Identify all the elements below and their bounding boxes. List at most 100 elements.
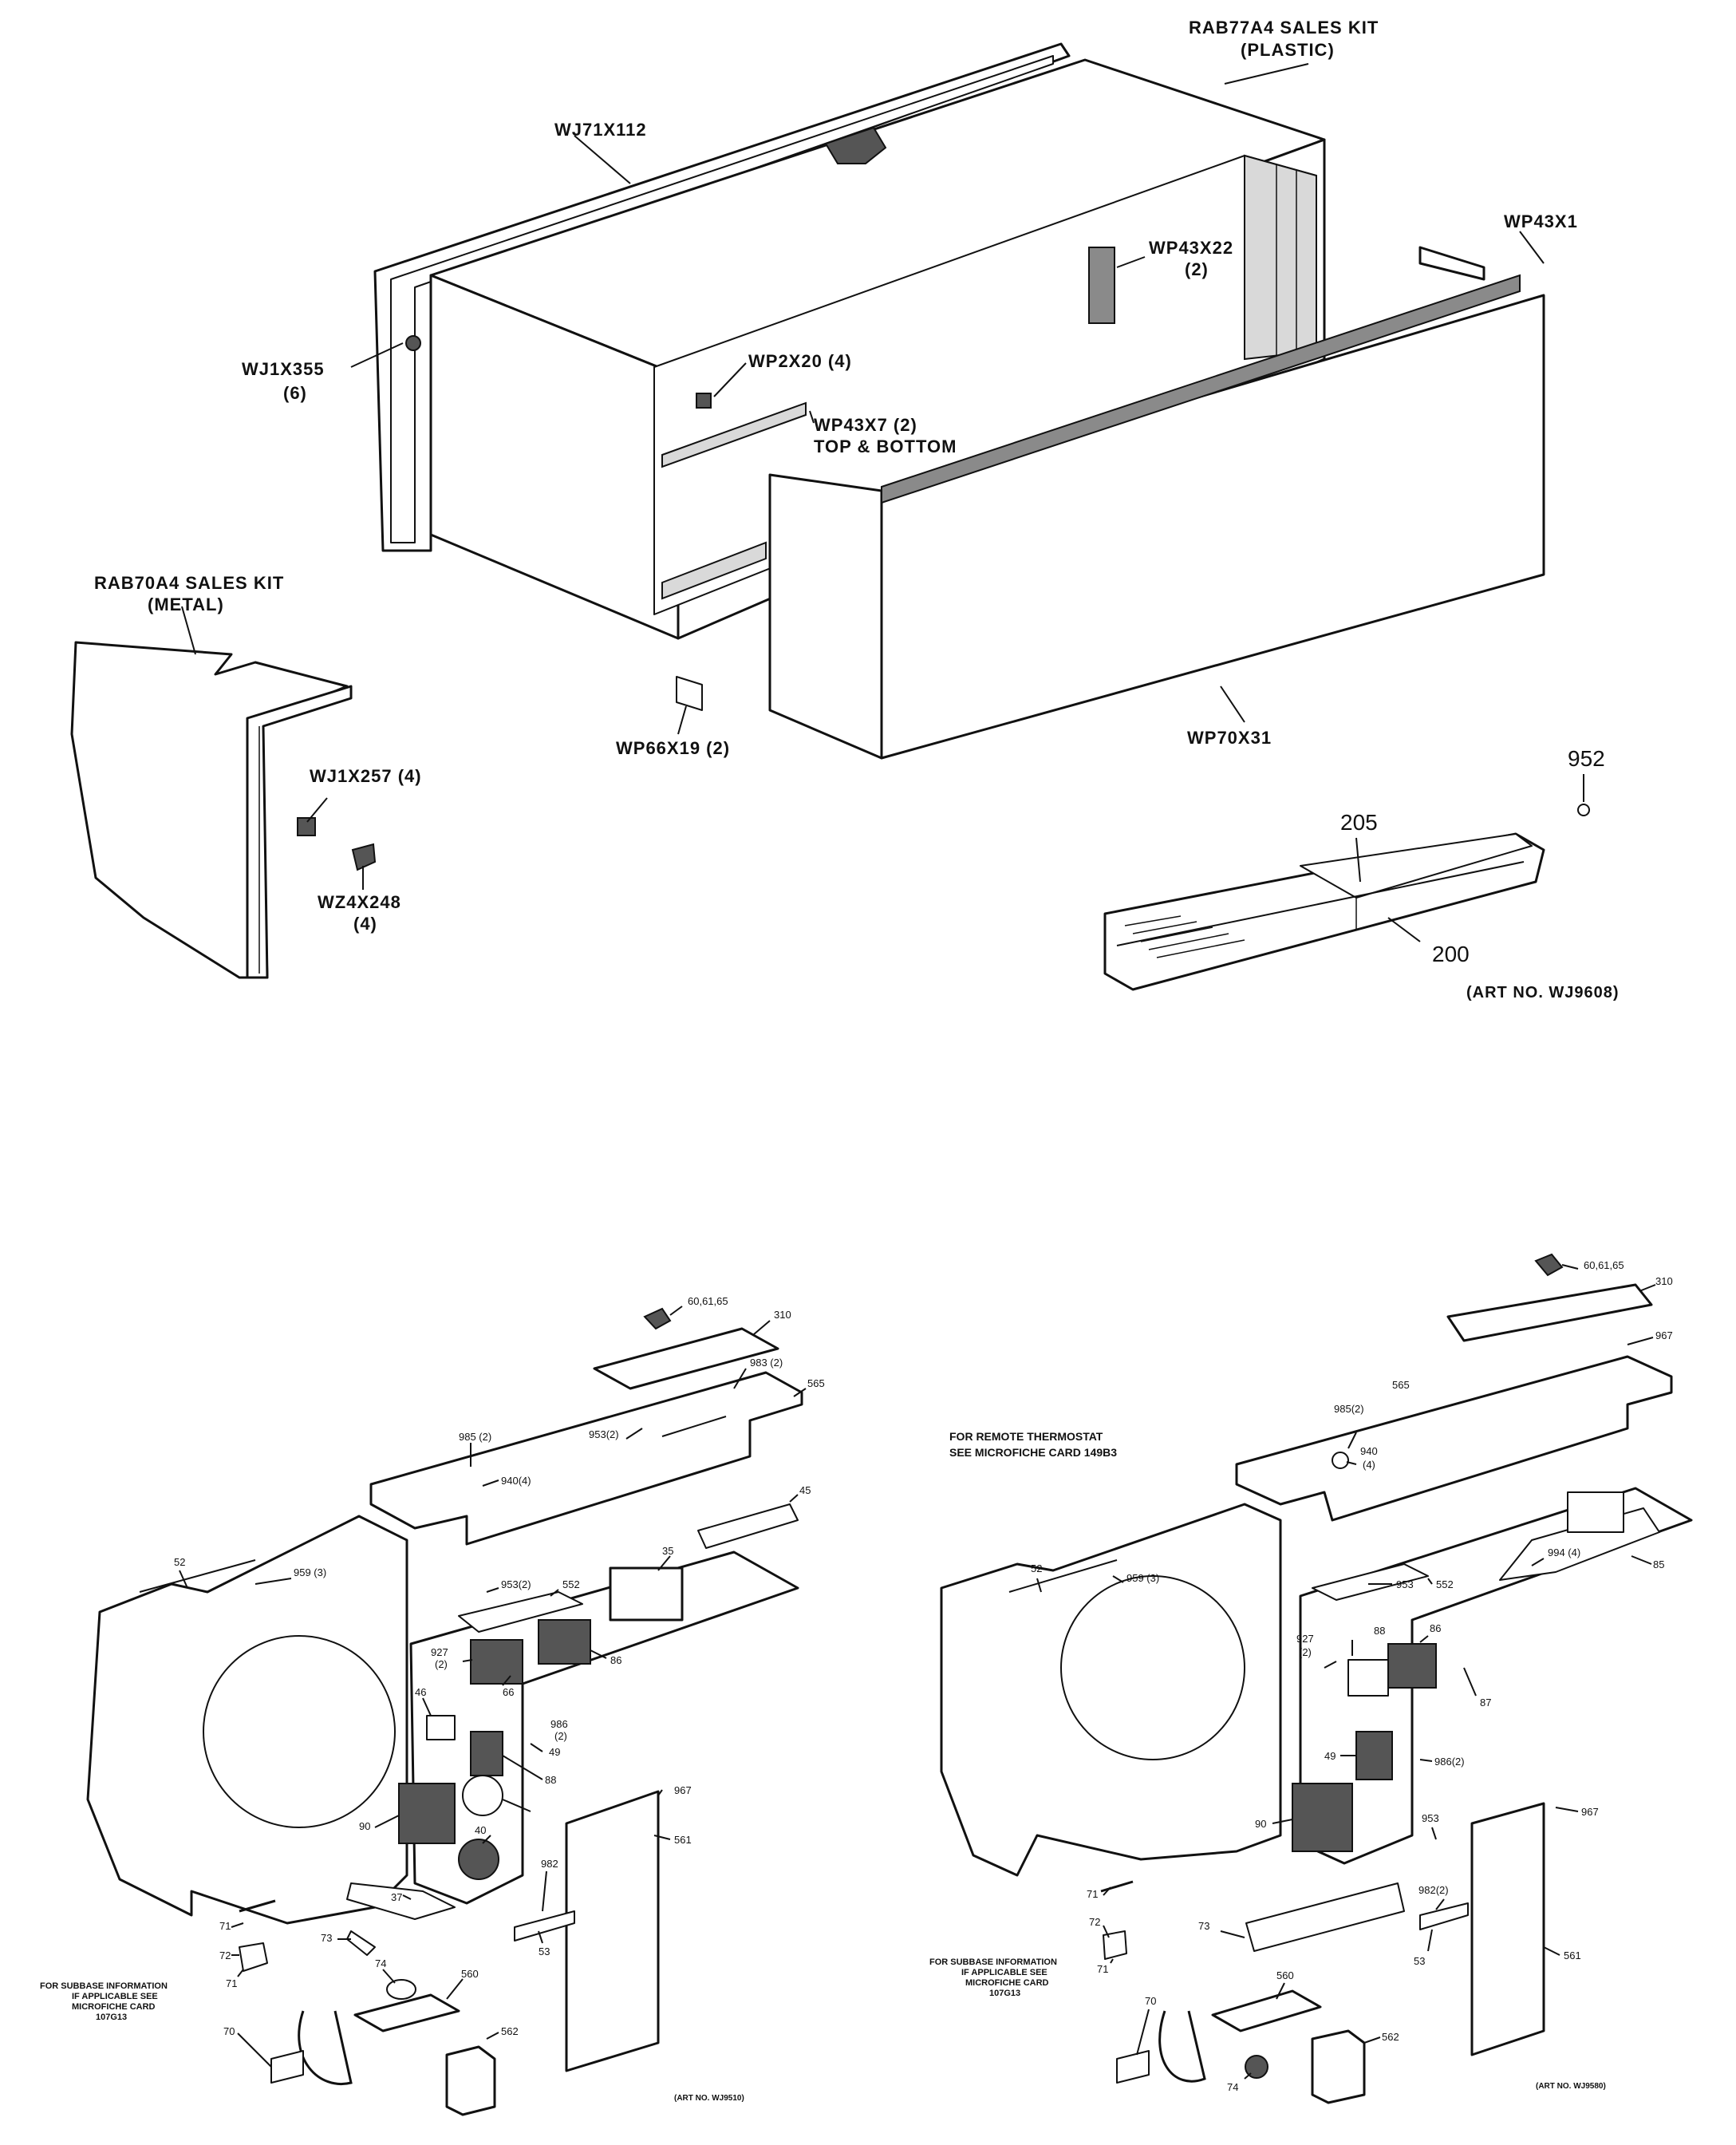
label-wp43x7-sub: TOP & BOTTOM	[814, 437, 957, 456]
right-label-940-qty: (4)	[1363, 1459, 1375, 1471]
left-part-88	[462, 1775, 503, 1816]
right-label-310: 310	[1655, 1275, 1673, 1287]
metal-sales-kit	[70, 641, 353, 979]
right-leaders	[1036, 1264, 1656, 2080]
left-art-no: (ART NO. WJ9510)	[674, 2094, 744, 2103]
label-wp43x22: WP43X22	[1149, 238, 1233, 258]
left-label-562: 562	[501, 2025, 519, 2037]
right-part-53	[1419, 1902, 1469, 1930]
left-panel-561	[565, 1790, 660, 2072]
left-label-73: 73	[321, 1932, 332, 1944]
top-exploded-view: RAB77A4 SALES KIT (PLASTIC) WJ71X112 WP4…	[70, 18, 1619, 1001]
right-remote-note-2: SEE MICROFICHE CARD 149B3	[949, 1446, 1117, 1459]
left-label-88: 88	[545, 1774, 556, 1786]
right-label-70: 70	[1145, 1995, 1156, 2007]
left-label-927-qty: (2)	[435, 1658, 448, 1670]
label-wj1x355-qty: (6)	[283, 383, 307, 403]
right-label-959: 959 (3)	[1126, 1572, 1159, 1584]
label-wp43x7: WP43X7 (2)	[814, 415, 917, 435]
left-label-552: 552	[562, 1578, 580, 1590]
right-callouts: 60,61,65 310 967 565 985(2) 940 (4) FOR …	[929, 1259, 1673, 2093]
right-knob-60	[1534, 1253, 1564, 1277]
label-205: 205	[1340, 810, 1378, 835]
top-leaders	[181, 63, 1584, 942]
right-label-953b: 953	[1422, 1812, 1439, 1824]
left-cord-70	[298, 2010, 353, 2085]
left-label-953: 953(2)	[589, 1428, 619, 1440]
wz4x248-screw	[351, 843, 377, 871]
left-label-46: 46	[415, 1686, 426, 1698]
right-label-71a: 71	[1087, 1888, 1098, 1900]
left-label-35: 35	[662, 1545, 673, 1557]
label-wz4x248-qty: (4)	[353, 914, 377, 934]
right-capacitor-90	[1292, 1783, 1353, 1852]
right-label-86: 86	[1430, 1622, 1441, 1634]
right-subbase-note-3: MICROFICHE CARD	[965, 1978, 1049, 1988]
wj1x257-clip	[297, 817, 316, 836]
left-label-986: 986	[550, 1718, 568, 1730]
left-label-71b: 71	[226, 1977, 237, 1989]
label-wj1x355: WJ1X355	[242, 359, 325, 379]
right-label-982: 982(2)	[1418, 1884, 1449, 1896]
label-wp70x31: WP70X31	[1187, 728, 1272, 748]
left-label-74: 74	[375, 1957, 386, 1969]
right-label-927: 927	[1296, 1633, 1314, 1645]
front-panel	[768, 246, 1545, 760]
label-sales-kit-plastic-sub: (PLASTIC)	[1241, 40, 1335, 60]
left-part-53	[514, 1910, 575, 1942]
left-part-560	[353, 1993, 460, 2032]
right-part-88	[1347, 1659, 1389, 1697]
left-label-985: 985 (2)	[459, 1431, 491, 1443]
left-callouts: 60,61,65 310 983 (2) 565 985 (2) 953(2) …	[40, 1295, 825, 2103]
right-label-967b: 967	[1581, 1806, 1599, 1818]
right-subbase-note-1: FOR SUBBASE INFORMATION	[929, 1957, 1057, 1967]
left-label-37: 37	[391, 1891, 402, 1903]
right-label-90: 90	[1255, 1818, 1266, 1830]
left-part-45	[697, 1503, 799, 1549]
left-label-959: 959 (3)	[294, 1566, 326, 1578]
right-label-73: 73	[1198, 1920, 1209, 1932]
left-part-46	[426, 1715, 456, 1740]
left-subbase-note-3: MICROFICHE CARD	[72, 2002, 156, 2012]
left-part-74	[386, 1979, 416, 2000]
right-cover-310	[1446, 1283, 1653, 1342]
left-label-561: 561	[674, 1834, 692, 1846]
left-relay-86	[538, 1619, 591, 1665]
right-plate-565	[1235, 1355, 1673, 1522]
right-label-927-qty: (2)	[1299, 1646, 1312, 1658]
right-part-85	[1567, 1491, 1624, 1533]
left-label-982: 982	[541, 1858, 558, 1870]
left-chassis-view: 60,61,65 310 983 (2) 565 985 (2) 953(2) …	[40, 1295, 825, 2116]
right-remote-note-1: FOR REMOTE THERMOSTAT	[949, 1430, 1103, 1443]
right-part-562	[1311, 2029, 1366, 2104]
left-label-953b: 953(2)	[501, 1578, 531, 1590]
wp43x22-bracket	[1088, 247, 1115, 324]
right-label-986: 986(2)	[1434, 1756, 1465, 1768]
left-label-70: 70	[223, 2025, 235, 2037]
left-label-940: 940(4)	[501, 1475, 531, 1487]
label-wj71x112: WJ71X112	[554, 120, 647, 140]
right-label-565: 565	[1392, 1379, 1410, 1391]
right-label-552: 552	[1436, 1578, 1454, 1590]
right-chassis-view: 60,61,65 310 967 565 985(2) 940 (4) FOR …	[929, 1253, 1693, 2104]
wp66x19-clip	[676, 676, 703, 711]
left-label-40: 40	[475, 1824, 486, 1836]
left-label-49: 49	[549, 1746, 560, 1758]
left-label-45: 45	[799, 1484, 811, 1496]
left-label-983: 983 (2)	[750, 1357, 783, 1369]
right-label-49: 49	[1324, 1750, 1336, 1762]
label-sales-kit-plastic: RAB77A4 SALES KIT	[1189, 18, 1379, 38]
left-label-565: 565	[807, 1377, 825, 1389]
right-part-49	[1355, 1731, 1393, 1780]
label-sales-kit-metal-sub: (METAL)	[148, 595, 224, 614]
left-label-90: 90	[359, 1820, 370, 1832]
left-cover-310	[593, 1327, 779, 1390]
right-label-52: 52	[1031, 1562, 1042, 1574]
left-subbase-note-4: 107G13	[96, 2013, 127, 2022]
wp2x20-clip	[696, 393, 712, 409]
right-label-71b: 71	[1097, 1963, 1108, 1975]
right-label-87: 87	[1480, 1697, 1491, 1708]
right-label-561: 561	[1564, 1949, 1581, 1961]
left-label-72: 72	[219, 1949, 231, 1961]
